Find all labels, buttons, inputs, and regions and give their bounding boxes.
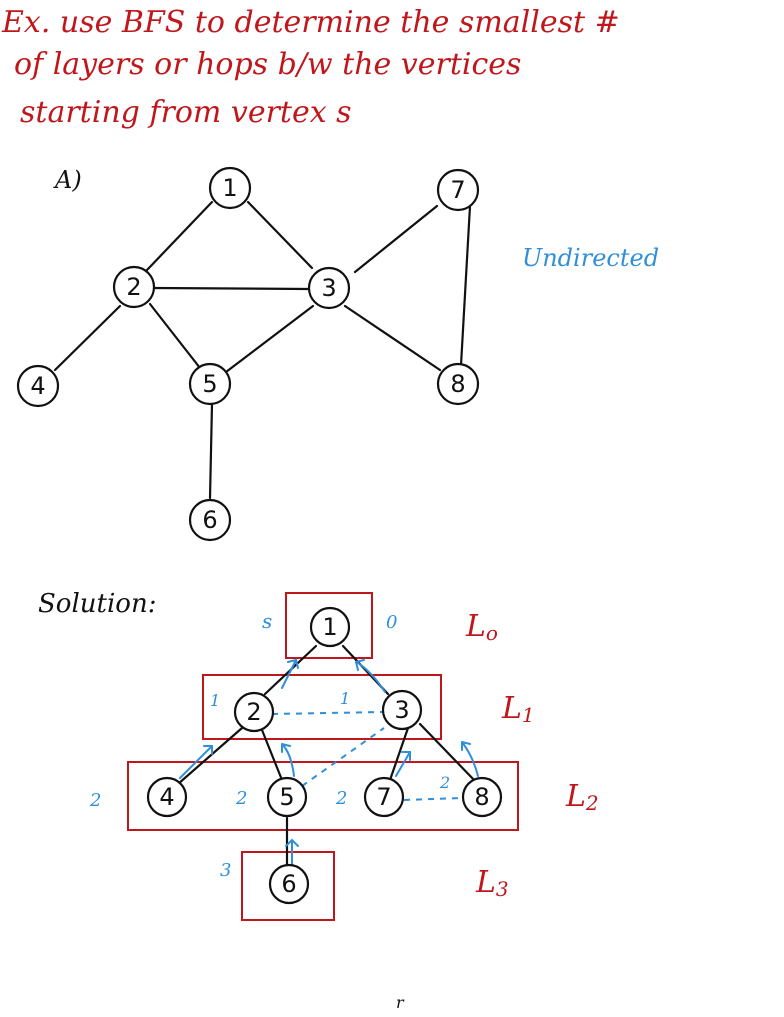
graph-type-note: Undirected [522,244,659,272]
edge-1-2 [147,202,212,270]
node-label: 7 [376,783,391,811]
node-label: 8 [450,370,465,398]
distance-node-1: 0 [386,612,397,633]
edge-1-3 [248,202,312,268]
distance-node-3: 1 [340,689,350,708]
bfs-tree-edges [178,646,476,864]
layer-label-l2: L2 [565,779,599,815]
tree-node-4: 4 [148,778,186,816]
cross-edge-5-3 [302,728,384,786]
edge-2-4 [55,306,120,370]
node-label: 2 [126,273,141,301]
cross-edge-7-8 [404,798,462,800]
node-label: 7 [450,176,465,204]
node-label: 4 [30,372,45,400]
node-label: 6 [202,506,217,534]
arrow-5-to-2 [282,744,294,776]
tree-edge-2-4 [178,728,242,784]
node-label: 6 [281,870,296,898]
graph-node-1: 1 [210,168,250,208]
node-label: 1 [222,174,237,202]
edge-2-3 [153,288,310,289]
edge-5-6 [210,404,212,498]
edge-3-7 [355,206,437,272]
distance-node-7: 2 [335,788,347,809]
edge-3-5 [226,306,313,372]
graph-node-8: 8 [438,364,478,404]
tree-node-6: 6 [270,865,308,903]
part-label: A) [53,166,82,194]
distance-node-6: 3 [220,860,231,881]
node-label: 5 [202,370,217,398]
tree-edge-2-5 [262,730,282,780]
layer-label-l0: Lo [465,609,498,645]
graph-node-3: 3 [309,268,349,308]
footer-mark: r [396,993,405,1012]
node-label: 4 [159,783,174,811]
graph-node-2: 2 [114,267,154,307]
tree-node-1: 1 [311,608,349,646]
edge-7-8 [461,206,470,365]
node-label: 3 [394,696,409,724]
distance-node-4: 2 [89,790,101,811]
node-label: 5 [279,783,294,811]
tree-node-2: 2 [235,693,273,731]
graph-node-7: 7 [438,170,478,210]
graph-edges [55,202,470,498]
tree-node-7: 7 [365,778,403,816]
title-line-1: Ex. use BFS to determine the smallest # [1,5,620,40]
distance-node-5: 2 [235,788,247,809]
edge-3-8 [345,306,440,370]
tree-node-8: 8 [463,778,501,816]
distance-node-8: 2 [439,773,450,792]
node-label: 8 [474,783,489,811]
node-label: 3 [321,274,336,302]
node-label: 1 [322,613,337,641]
tree-node-5: 5 [268,778,306,816]
node-label: 2 [246,698,261,726]
edge-2-5 [150,304,200,368]
graph-node-4: 4 [18,366,58,406]
title-line-3: starting from vertex s [20,95,352,130]
layer-label-l1: L1 [501,691,535,727]
cross-edge-2-3 [272,712,382,714]
graph-node-5: 5 [190,364,230,404]
distance-node-2: 1 [210,691,220,710]
title-line-2: of layers or hops b/w the vertices [14,47,521,82]
layer-label-l3: L3 [475,865,509,901]
tree-node-3: 3 [383,691,421,729]
solution-label: Solution: [38,589,156,619]
source-marker: s [262,609,272,633]
graph-node-6: 6 [190,500,230,540]
